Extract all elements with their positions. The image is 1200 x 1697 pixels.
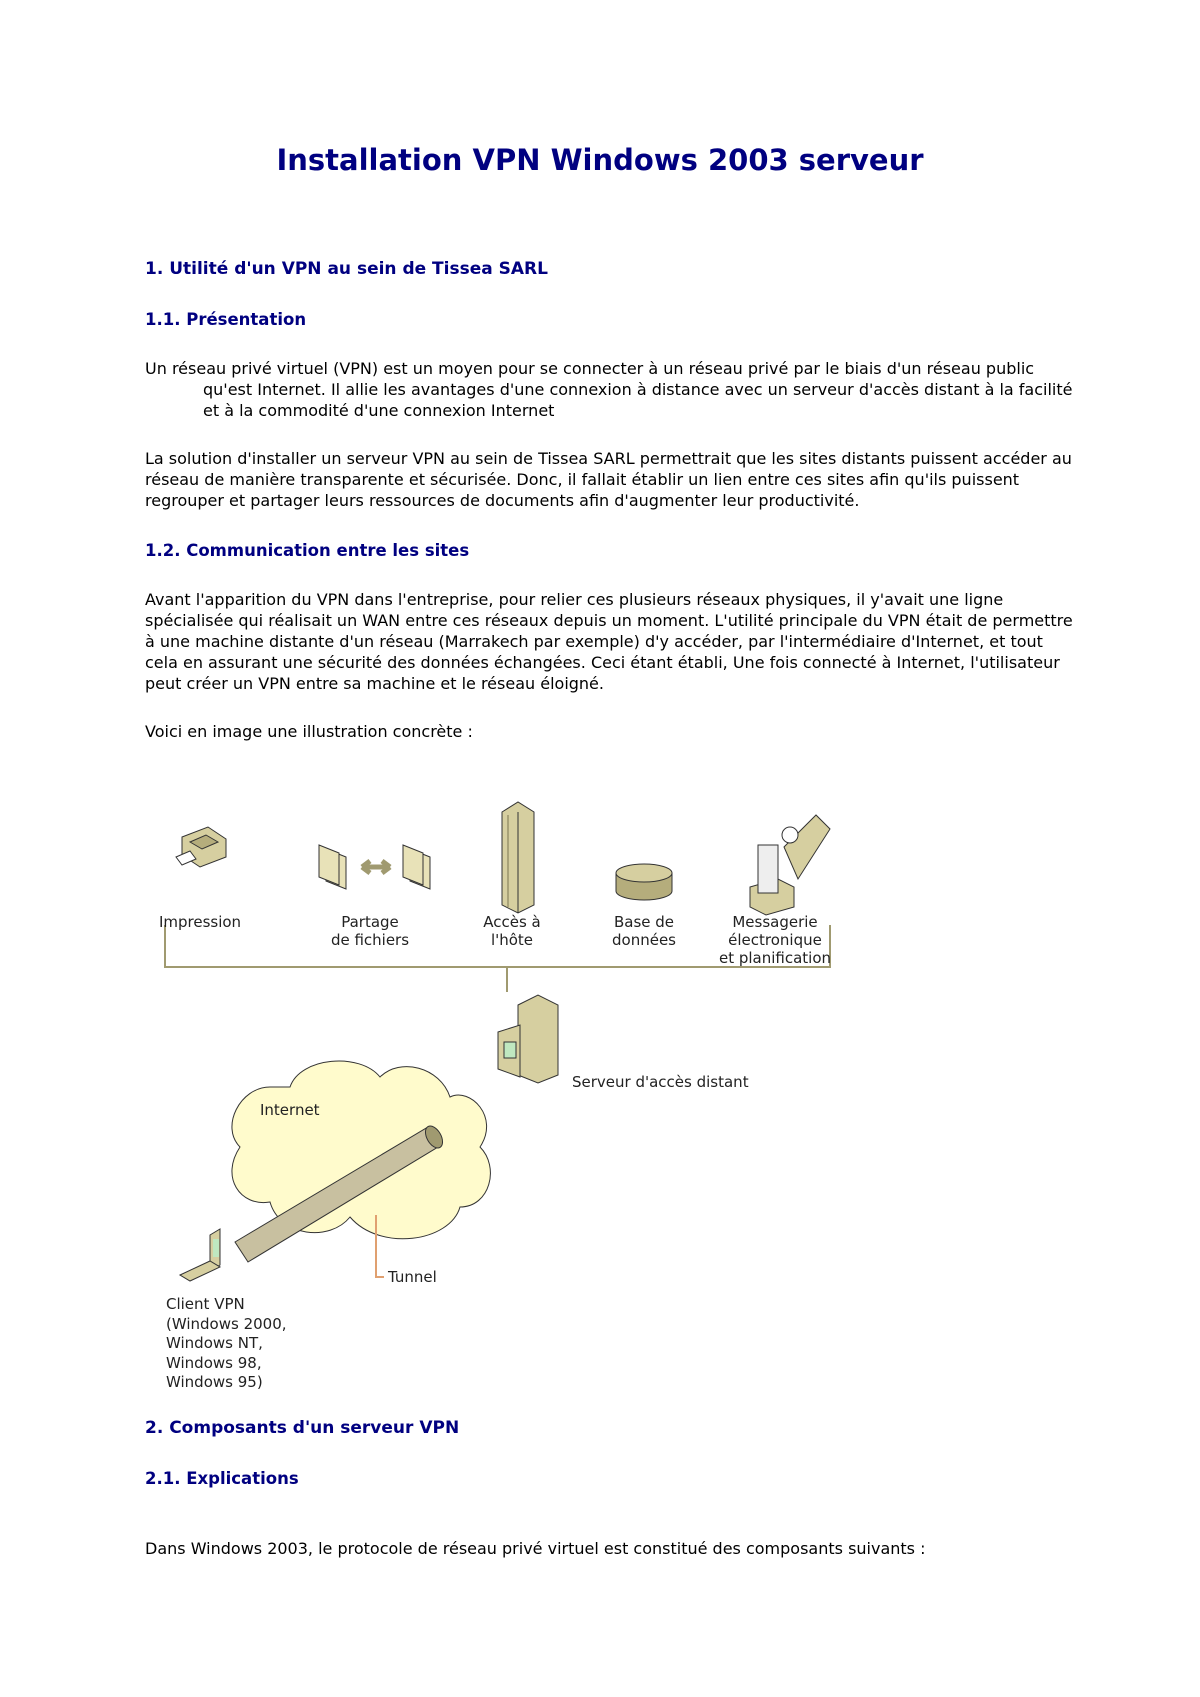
vpn-client-laptop-icon — [178, 1228, 222, 1282]
page-title: Installation VPN Windows 2003 serveur — [276, 143, 924, 177]
network-bus-line — [164, 925, 831, 968]
vpn-client-label: Client VPN (Windows 2000, Windows NT, Wi… — [166, 1295, 287, 1393]
file-sharing-icon — [318, 844, 431, 890]
messaging-scheduling-icon — [749, 814, 831, 916]
remote-access-server-icon — [497, 994, 559, 1084]
paragraph-illustration-intro: Voici en image une illustration concrète… — [145, 722, 473, 741]
client-line: Windows 95) — [166, 1373, 263, 1391]
tunnel-label: Tunnel — [387, 1268, 437, 1286]
client-line: Client VPN — [166, 1295, 245, 1313]
host-server-icon — [501, 801, 535, 914]
service-label-file-sharing-2: de fichiers — [331, 931, 409, 949]
service-label-database-2: données — [612, 931, 676, 949]
paragraph-components: Dans Windows 2003, le protocole de résea… — [145, 1539, 926, 1558]
internet-cloud — [231, 1060, 491, 1240]
service-label-printing: Impression — [160, 913, 241, 931]
service-label-file-sharing-1: Partage — [341, 913, 399, 931]
section-1-1-heading: 1.1. Présentation — [145, 310, 307, 329]
paragraph-presentation: Un réseau privé virtuel (VPN) est un moy… — [145, 359, 1073, 420]
document-page: Installation VPN Windows 2003 serveur 1.… — [145, 143, 1073, 1558]
service-label-host-access-2: l'hôte — [491, 931, 533, 949]
remote-access-server-label: Serveur d'accès distant — [572, 1073, 749, 1091]
vpn-tunnel-icon — [234, 1125, 444, 1263]
vpn-network-diagram: Impression Partage de fichiers Accès à l… — [160, 787, 860, 1397]
client-line: (Windows 2000, — [166, 1314, 287, 1333]
service-label-host-access-1: Accès à — [483, 913, 541, 931]
service-label-messaging-1: Messagerie — [732, 913, 817, 931]
section-2-1-heading: 2.1. Explications — [145, 1469, 299, 1488]
service-label-database-1: Base de — [614, 913, 674, 931]
paragraph-solution: La solution d'installer un serveur VPN a… — [145, 449, 1072, 510]
client-line: Windows 98, — [166, 1353, 262, 1372]
section-1-heading: 1. Utilité d'un VPN au sein de Tissea SA… — [145, 259, 548, 279]
vpn-network-diagram-graphic: Impression Partage de fichiers Accès à l… — [160, 801, 831, 1286]
paragraph-communication: Avant l'apparition du VPN dans l'entrepr… — [145, 590, 1073, 693]
database-icon — [615, 863, 673, 901]
service-label-messaging-3: et planification — [719, 949, 831, 967]
internet-label: Internet — [260, 1101, 320, 1119]
client-line: Windows NT, — [166, 1334, 263, 1352]
printer-icon — [175, 826, 227, 868]
service-label-messaging-2: électronique — [728, 931, 822, 949]
tunnel-pointer-line — [375, 1215, 384, 1278]
section-2-heading: 2. Composants d'un serveur VPN — [145, 1418, 460, 1438]
section-1-2-heading: 1.2. Communication entre les sites — [145, 541, 470, 560]
